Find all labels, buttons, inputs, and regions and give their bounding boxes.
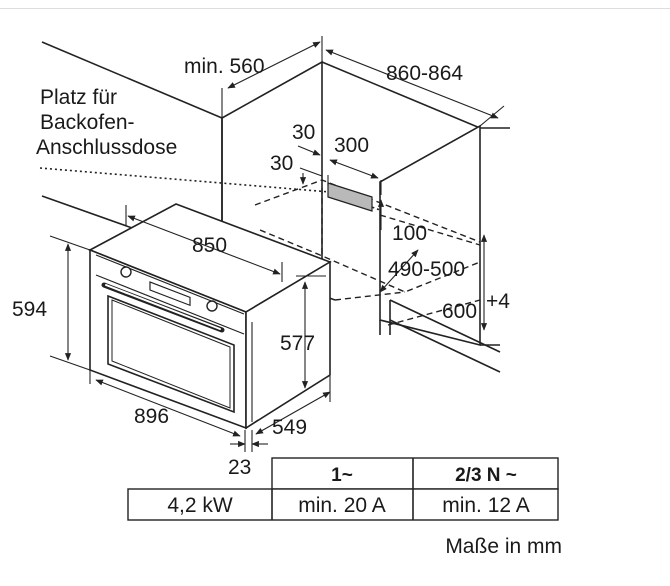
table-row-power-label: 4,2 kW <box>167 494 233 517</box>
table-header-three-phase: 2/3 N ~ <box>455 465 517 486</box>
table-cell-three-phase: min. 12 A <box>442 494 530 517</box>
dim-min-depth-label: min. 560 <box>184 55 265 78</box>
niche-dimension-lines <box>221 36 505 331</box>
dim-socket-offset-side-label: 30 <box>270 152 293 175</box>
dim-panel-thickness-label: 23 <box>228 456 251 479</box>
dim-niche-width-label: 860-864 <box>386 62 463 85</box>
dim-niche-depth-label: 490-500 <box>388 258 465 281</box>
table-header-single-phase: 1~ <box>331 465 353 486</box>
socket-label-line1: Platz für <box>40 86 117 109</box>
top-divider <box>0 8 670 9</box>
dim-socket-height-label: 100 <box>392 222 427 245</box>
socket-label-line3: Anschlussdose <box>36 136 177 159</box>
socket-label-line2: Backofen- <box>40 111 135 134</box>
dim-oven-side-depth-label: 549 <box>272 416 307 439</box>
units-footnote: Maße in mm <box>445 535 562 558</box>
dim-oven-inner-height-label: 577 <box>280 332 315 355</box>
dim-oven-depth-top-label: 850 <box>192 234 227 257</box>
dim-oven-height-label: 594 <box>12 298 47 321</box>
power-table: 1~ 2/3 N ~ 4,2 kW min. 20 A min. 12 A <box>127 457 559 521</box>
dim-socket-offset-top-label: 30 <box>292 121 315 144</box>
dim-socket-width-label: 300 <box>334 134 369 157</box>
oven-dimension-lines <box>49 205 331 452</box>
dim-niche-height-label: 600 <box>442 300 477 323</box>
dim-oven-width-label: 896 <box>134 405 169 428</box>
dim-niche-height-tolerance: +4 <box>486 290 510 313</box>
table-cell-single-phase: min. 20 A <box>298 494 386 517</box>
